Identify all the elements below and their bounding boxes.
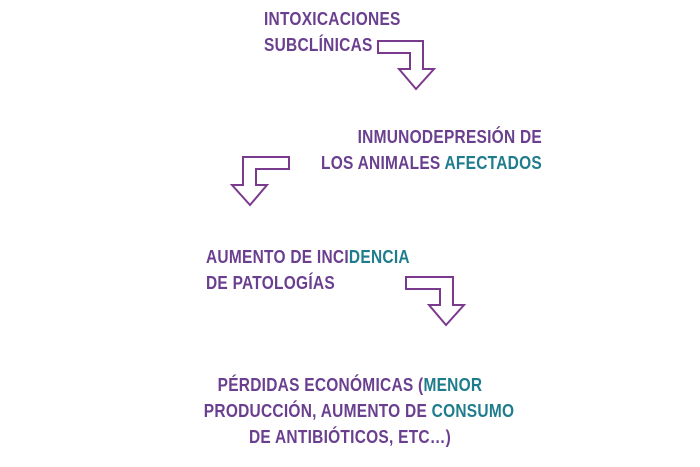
- step-1-line-2: SUBCLÍNICAS: [264, 35, 373, 55]
- step-perdidas-economicas: PÉRDIDAS ECONÓMICAS (MENOR PRODUCCIÓN, A…: [203, 372, 514, 450]
- step-4-line-2-part-1: PRODUCCIÓN, AUMENTO DE: [203, 401, 432, 421]
- step-2-line-2-part-1: LOS ANIMALES: [321, 153, 445, 173]
- step-3-line-1-part-2: DENCIA: [348, 247, 410, 267]
- step-4-line-3: DE ANTIBIÓTICOS, ETC…): [248, 427, 452, 447]
- bent-arrow-right-down-icon: [377, 40, 437, 91]
- step-4-line-1: PÉRDIDAS ECONÓMICAS (MENOR: [204, 372, 496, 398]
- step-2-line-2-part-2: AFECTADOS: [444, 153, 542, 173]
- step-4-line-1-part-2: MENOR: [423, 375, 483, 395]
- step-3-line-1-part-1: AUMENTO DE INCI: [206, 247, 349, 267]
- step-2-line-2: LOS ANIMALES AFECTADOS: [310, 150, 542, 176]
- bent-arrow-left-down-icon: [229, 156, 290, 207]
- step-intoxicaciones: INTOXICACIONES SUBCLÍNICAS: [264, 6, 401, 58]
- step-4-line-2: PRODUCCIÓN, AUMENTO DE CONSUMO: [203, 398, 514, 424]
- step-1-line-1: INTOXICACIONES: [264, 9, 401, 29]
- bent-arrow-right-down-icon: [405, 276, 467, 327]
- step-4-line-2-part-2: CONSUMO: [431, 401, 515, 421]
- step-3-line-2: DE PATOLOGÍAS: [206, 273, 335, 293]
- step-3-line-1: AUMENTO DE INCIDENCIA: [206, 244, 410, 270]
- step-4-line-1-part-1: PÉRDIDAS ECONÓMICAS (: [217, 375, 424, 395]
- step-aumento-incidencia: AUMENTO DE INCIDENCIA DE PATOLOGÍAS: [206, 244, 410, 296]
- step-inmunodepresion: INMUNODEPRESIÓN DE LOS ANIMALES AFECTADO…: [310, 124, 542, 176]
- step-2-line-1: INMUNODEPRESIÓN DE: [357, 127, 542, 147]
